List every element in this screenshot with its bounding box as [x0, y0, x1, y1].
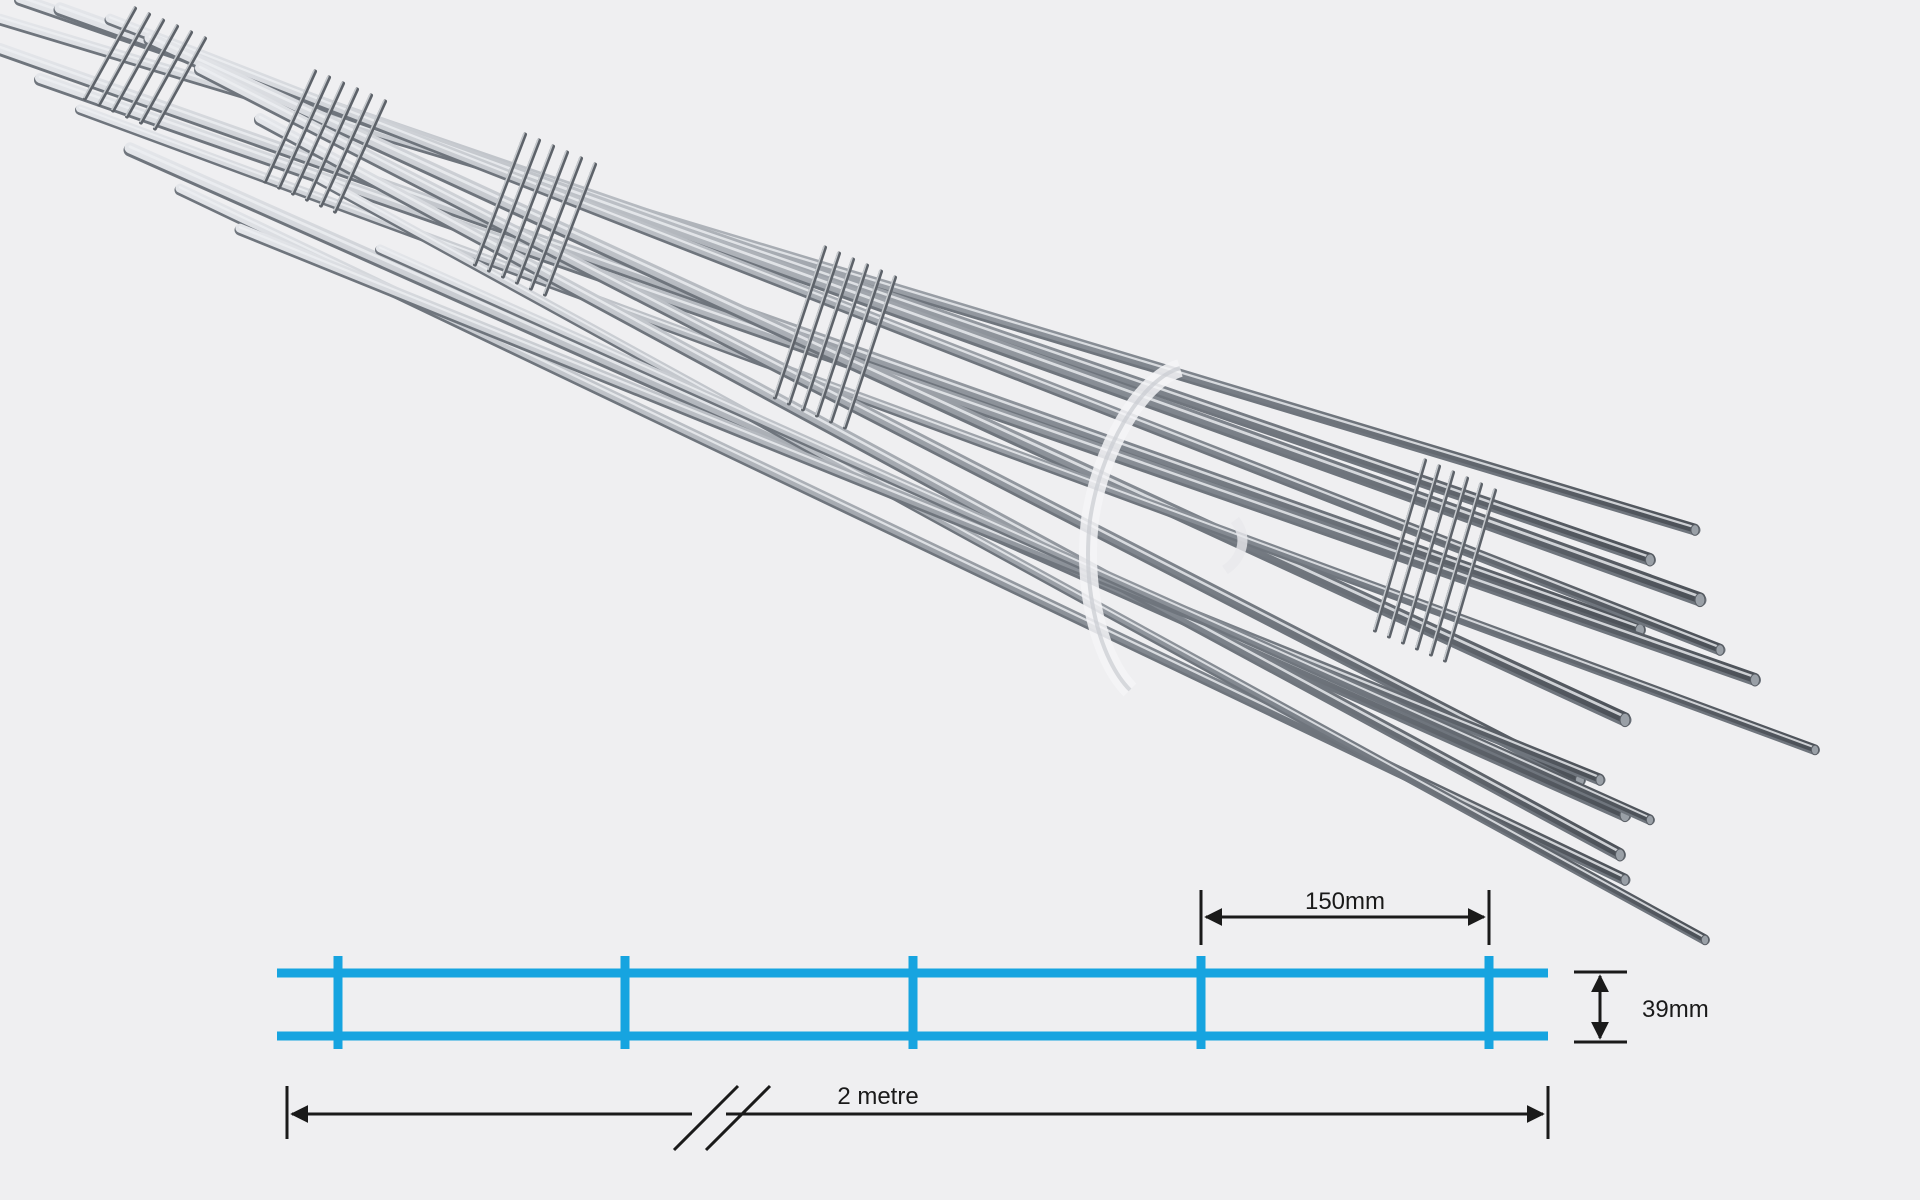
cross-wires: [333, 956, 1494, 1049]
bundled-wire-mesh-strips-icon: [0, 0, 1820, 946]
width-label: 39mm: [1642, 996, 1709, 1023]
length-label: 2 metre: [837, 1083, 918, 1110]
mesh-strip-diagram: 150mm 39mm 2 metre: [277, 888, 1709, 1152]
spacing-dimension: 150mm: [1199, 888, 1491, 945]
break-symbol-icon: [672, 1084, 772, 1152]
plastic-strap-icon: [1079, 359, 1248, 697]
spacing-label: 150mm: [1305, 888, 1385, 915]
wire-bundle-photo: [0, 0, 1820, 946]
width-dimension: 39mm: [1574, 970, 1709, 1044]
length-dimension: 2 metre: [285, 1083, 1550, 1152]
